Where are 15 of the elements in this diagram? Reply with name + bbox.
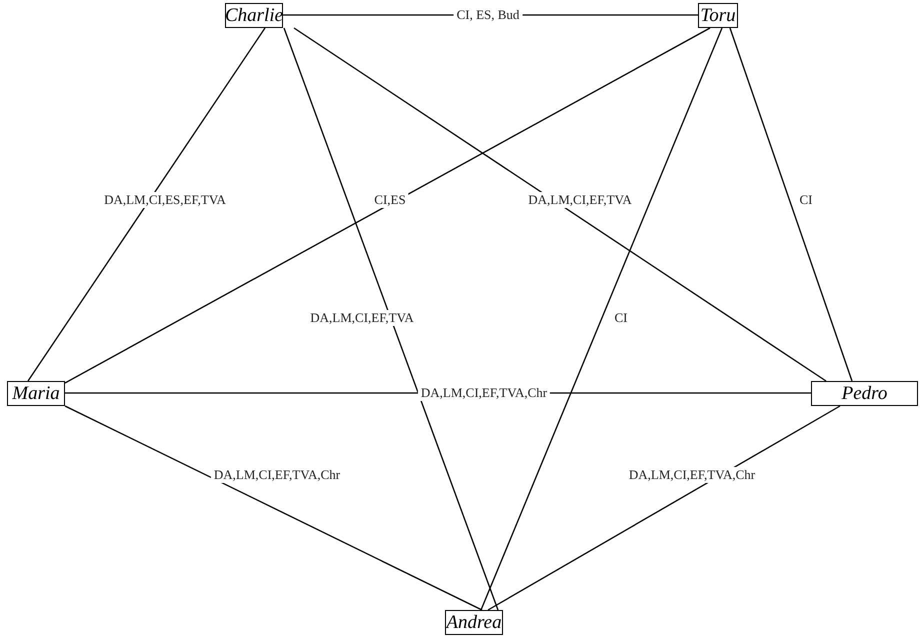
- name-box: Toru: [698, 3, 738, 28]
- edge-label: CI, ES, Bud: [454, 7, 522, 23]
- connector-line: [27, 28, 266, 382]
- edge-label: DA,LM,CI,EF,TVA,Chr: [418, 385, 550, 401]
- name-box: Andrea: [445, 610, 503, 635]
- connector-line: [64, 405, 482, 611]
- connector-line: [294, 27, 826, 382]
- connector-line: [488, 405, 840, 611]
- name-box: Charlie: [225, 3, 283, 28]
- connector-line: [283, 28, 499, 610]
- connector-line: [729, 28, 853, 382]
- connector-line: [64, 27, 710, 384]
- connector-line: [480, 28, 723, 610]
- name-box: Pedro: [811, 381, 918, 406]
- name-box: Maria: [7, 381, 65, 406]
